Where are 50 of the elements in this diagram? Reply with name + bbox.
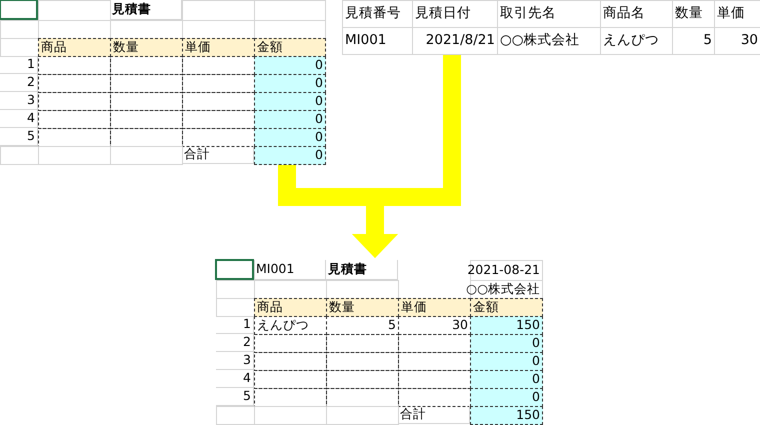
amount-value: 0: [254, 128, 326, 147]
amount-value: 0: [470, 352, 543, 371]
column-header: 商品名: [601, 1, 673, 28]
amount-value: 0: [470, 334, 543, 353]
column-header: 単価: [715, 1, 760, 28]
amount-value: 0: [254, 110, 326, 129]
amount-value: 0: [254, 56, 326, 75]
cell-value: 2021-08-21: [466, 260, 541, 279]
amount-value: 150: [470, 316, 543, 335]
cell-value: 2021/8/21: [413, 28, 498, 55]
column-header: 見積日付: [413, 1, 498, 28]
amount-value: 0: [254, 74, 326, 93]
cell-value: えんぴつ: [601, 28, 673, 55]
column-header: 取引先名: [498, 1, 601, 28]
sheet-title: 見積書: [110, 0, 182, 20]
row-number: 2: [216, 334, 254, 352]
cell-value: ○○株式会社: [498, 28, 601, 55]
column-header: 数量: [673, 1, 715, 28]
cell-value: ○○株式会社: [465, 280, 541, 298]
row-number: 5: [0, 128, 38, 146]
column-header: 商品: [254, 298, 327, 317]
sheet-title: 見積書: [326, 260, 398, 280]
column-header: 金額: [254, 38, 326, 57]
row-number: 4: [216, 370, 254, 388]
cell-value: MI001: [254, 260, 326, 280]
cell-value: えんぴつ: [254, 316, 327, 335]
cell-value: 5: [673, 28, 715, 55]
column-header: 見積番号: [343, 1, 413, 28]
spreadsheet-table: [342, 0, 760, 55]
amount-value: 0: [470, 388, 543, 407]
row-number: 4: [0, 110, 38, 128]
column-header: 数量: [326, 298, 399, 317]
row-number: 5: [216, 388, 254, 406]
row-number: 1: [0, 56, 38, 74]
row-number: 3: [0, 92, 38, 110]
amount-value: 150: [470, 406, 543, 425]
row-number: 2: [0, 74, 38, 92]
cell-value: 30: [715, 28, 760, 55]
cell-value: MI001: [343, 28, 413, 55]
row-number: 3: [216, 352, 254, 370]
column-header: 商品: [38, 38, 111, 57]
column-header: 単価: [398, 298, 471, 317]
amount-value: 0: [254, 146, 326, 165]
arrow: [352, 54, 461, 258]
amount-value: 0: [254, 92, 326, 111]
amount-value: 0: [470, 370, 543, 389]
row-number: 1: [216, 316, 254, 334]
column-header: 金額: [470, 298, 543, 317]
column-header: 数量: [110, 38, 183, 57]
column-header: 単価: [182, 38, 255, 57]
